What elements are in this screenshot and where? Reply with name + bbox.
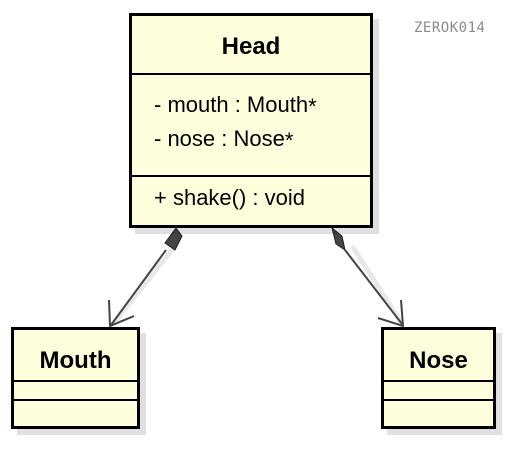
- class-nose[interactable]: Nose: [381, 327, 496, 429]
- attribute-mouth[interactable]: - mouth : Mouth*: [154, 91, 370, 125]
- class-mouth-attributes: [14, 382, 137, 399]
- arrowhead-nose: [377, 299, 405, 328]
- class-head-title: Head: [221, 33, 281, 60]
- class-head-operations: + shake() : void: [132, 177, 370, 211]
- class-head-divider-1: [132, 73, 370, 75]
- multiplicity-marker-mouth: *: [308, 94, 317, 119]
- multiplicity-marker-nose: *: [284, 128, 294, 153]
- attribute-mouth-text: - mouth : Mouth: [154, 92, 309, 117]
- composition-head-nose[interactable]: [331, 226, 405, 328]
- class-nose-divider-1: [384, 380, 493, 382]
- attribute-nose-text: - nose : Nose: [154, 126, 285, 151]
- class-nose-attributes: [384, 382, 493, 399]
- class-nose-divider-2: [384, 399, 493, 401]
- composition-head-mouth[interactable]: [108, 227, 183, 328]
- class-head-divider-2: [132, 175, 370, 177]
- class-head-attributes: - mouth : Mouth* - nose : Nose*: [132, 75, 370, 175]
- class-head[interactable]: Head - mouth : Mouth* - nose : Nose* + s…: [129, 13, 373, 228]
- class-nose-title: Nose: [409, 347, 468, 374]
- attribute-nose[interactable]: - nose : Nose*: [154, 125, 370, 159]
- arrowhead-mouth: [108, 299, 135, 328]
- class-mouth-divider-2: [14, 399, 137, 401]
- class-mouth[interactable]: Mouth: [11, 327, 140, 429]
- operation-shake[interactable]: + shake() : void: [154, 185, 306, 210]
- class-nose-operations: [384, 401, 493, 418]
- watermark-text: ZEROK014: [414, 20, 486, 36]
- class-mouth-title: Mouth: [39, 347, 112, 374]
- class-mouth-divider-1: [14, 380, 137, 382]
- class-mouth-operations: [14, 401, 137, 418]
- composition-diamond-nose: [331, 226, 346, 252]
- composition-diamond-mouth: [164, 227, 183, 251]
